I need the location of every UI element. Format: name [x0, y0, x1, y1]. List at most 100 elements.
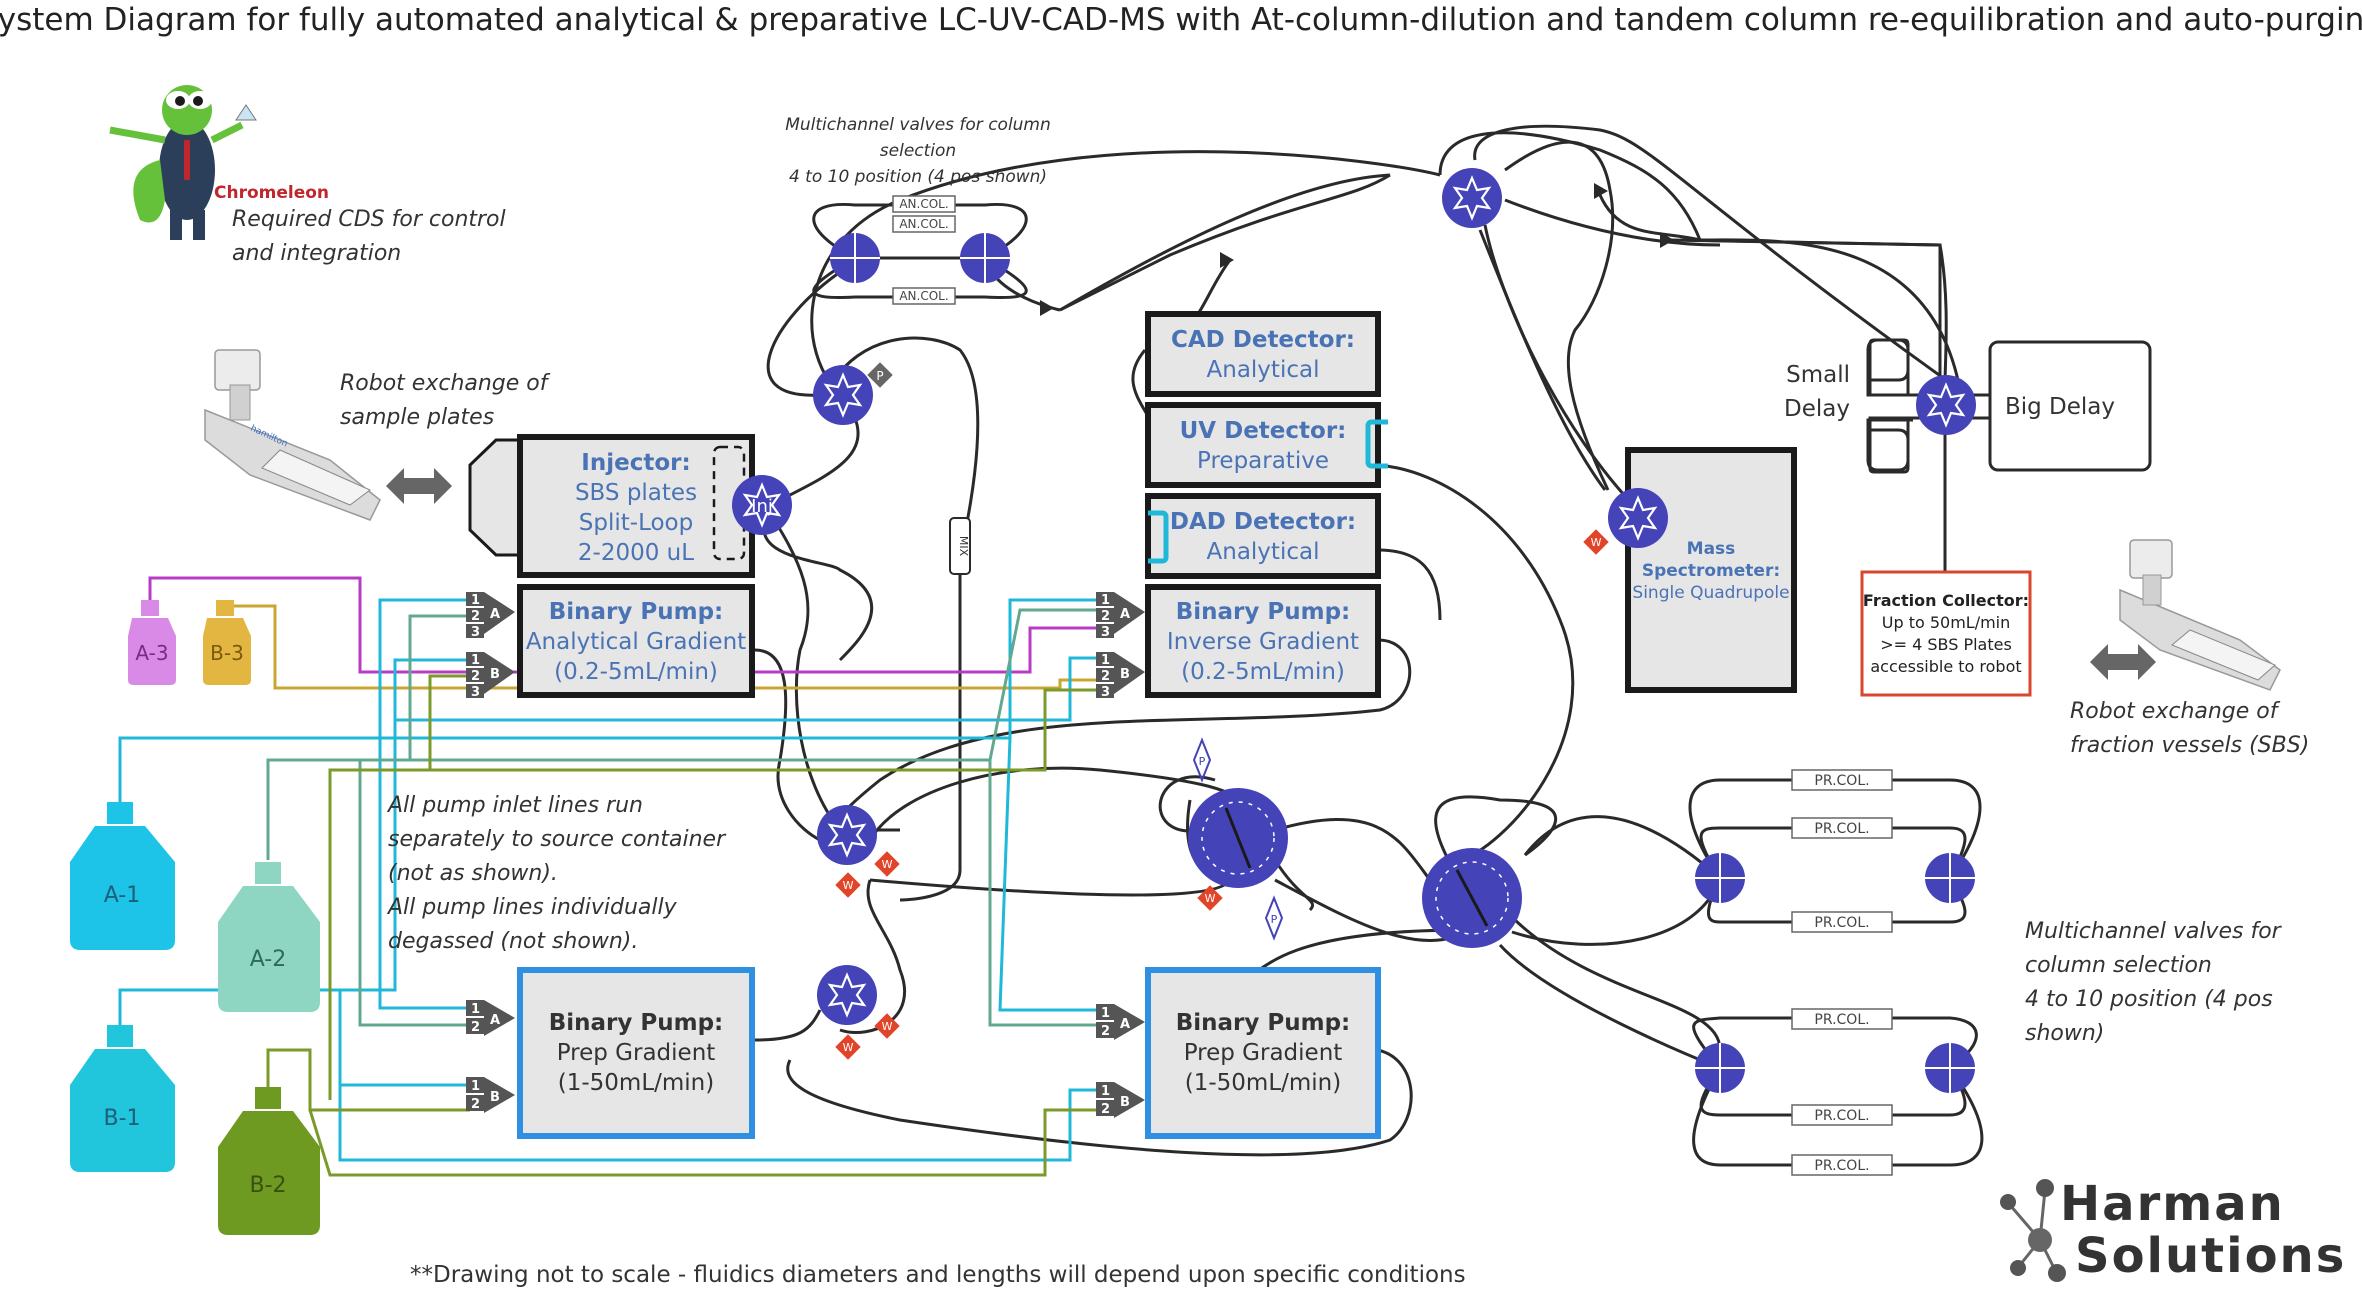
purge-port-icon: P P: [1192, 737, 1284, 941]
injector-line1: SBS plates: [575, 480, 697, 506]
svg-text:3: 3: [471, 625, 480, 640]
robot-fraction-line1: Robot exchange of: [2070, 699, 2281, 724]
delay-valve: [1914, 373, 1978, 437]
pr-col-valve-1: [1694, 852, 1746, 904]
svg-text:1: 1: [1101, 593, 1110, 608]
fraction-collector-box: [1860, 570, 2032, 697]
svg-text:3: 3: [1101, 625, 1110, 640]
svg-text:W: W: [843, 1041, 854, 1054]
bottle-b2: [218, 1087, 320, 1235]
svg-text:1: 1: [1101, 653, 1110, 668]
chromeleon-logo: [109, 85, 257, 240]
bottle-a3-label: A-3: [135, 641, 168, 665]
line-a2-mid: [358, 760, 470, 1027]
pump-analytical-box: [517, 584, 755, 698]
injector-tray: [468, 438, 522, 557]
top-right-valve: [1440, 166, 1504, 230]
bottle-b1: [70, 1025, 175, 1172]
pr-valves-note-line3: 4 to 10 position (4 pos: [2025, 987, 2273, 1012]
big-delay-loop: [1988, 340, 2152, 472]
dad-detector-box: [1145, 493, 1381, 579]
pump-prep-left-line2: (1-50mL/min): [558, 1070, 715, 1096]
cad-detector-box: [1145, 311, 1381, 397]
pump-note-line3: (not as shown).: [388, 861, 558, 886]
pr-col-valve-2: [1924, 852, 1976, 904]
svg-text:1: 1: [471, 1079, 480, 1094]
fraction-title: Fraction Collector:: [1863, 591, 2029, 610]
line-b2-top-right: [430, 688, 1100, 772]
svg-text:A: A: [490, 607, 500, 622]
purge-valve-top: [811, 363, 875, 427]
line-b2: [266, 1048, 470, 1112]
svg-text:2: 2: [471, 609, 480, 624]
svg-text:A: A: [490, 1013, 500, 1028]
fraction-robot-image: [2119, 539, 2281, 691]
pr-valves-note-line4: shown): [2025, 1021, 2104, 1046]
dad-flow-cell: [1148, 510, 1169, 564]
svg-text:PR.COL.: PR.COL.: [1814, 1108, 1869, 1124]
mid-left-valve: [815, 803, 879, 867]
bottle-a1-label: A-1: [104, 883, 141, 908]
svg-text:W: W: [1591, 536, 1602, 549]
cad-title: CAD Detector:: [1171, 327, 1355, 353]
pr-col-valve-3: [1694, 1042, 1746, 1094]
chromeleon-note-line2: and integration: [232, 241, 401, 266]
pr-valves-note-line1: Multichannel valves for: [2025, 919, 2283, 944]
small-delay-loop: [1866, 338, 1913, 472]
big-delay-label: Big Delay: [2005, 394, 2115, 420]
pump-inverse-title: Binary Pump:: [1176, 599, 1351, 625]
svg-text:B: B: [490, 1090, 500, 1105]
line-a2-right2: [988, 608, 1100, 761]
line-a1-prep-right: [998, 737, 1100, 1012]
inlet-lines: [118, 576, 1100, 1177]
uv-title: UV Detector:: [1180, 418, 1347, 444]
footnote: **Drawing not to scale - fluidics diamet…: [410, 1262, 1466, 1288]
fraction-line3: accessible to robot: [1870, 657, 2021, 676]
bottle-b3: [203, 600, 251, 685]
injector-title: Injector:: [581, 450, 690, 476]
bottle-a3: [128, 600, 176, 685]
uv-flow-cell: [1365, 419, 1388, 469]
svg-text:PR.COL.: PR.COL.: [1814, 773, 1869, 789]
dad-line1: Analytical: [1207, 539, 1320, 565]
svg-text:P: P: [1199, 755, 1206, 768]
pr-valves-note-line2: column selection: [2025, 953, 2212, 978]
svg-text:W: W: [882, 1020, 893, 1033]
line-b2-mid: [308, 1108, 1100, 1177]
inj-valve-label: Inj: [751, 496, 773, 517]
ms-line3: Single Quadrupole: [1632, 583, 1789, 603]
svg-text:B: B: [490, 667, 500, 682]
line-a2-right: [410, 758, 1100, 1027]
pump-prep-left-title: Binary Pump:: [549, 1010, 724, 1036]
svg-text:1: 1: [471, 653, 480, 668]
pump-inlet-ports: 123 A 123 B 123 A 123 B 12 A 12 B 12 A 1…: [466, 592, 1145, 1118]
line-a1-pump: [378, 598, 470, 738]
ms-line2: Spectrometer:: [1642, 561, 1780, 581]
pump-analytical-title: Binary Pump:: [549, 599, 724, 625]
dad-title: DAD Detector:: [1170, 509, 1356, 535]
svg-text:W: W: [843, 879, 854, 892]
pump-inverse-line2: (0.2-5mL/min): [1181, 659, 1345, 685]
low-left-valve: [815, 963, 879, 1027]
svg-text:2: 2: [1101, 609, 1110, 624]
ms-line1: Mass: [1687, 539, 1736, 559]
bottle-b3-label: B-3: [210, 641, 244, 665]
company-line1: Harman: [2060, 1176, 2285, 1232]
an-column-labels: AN.COL. AN.COL. AN.COL.: [892, 195, 956, 305]
svg-text:AN.COL.: AN.COL.: [899, 197, 948, 211]
svg-text:2: 2: [1101, 669, 1110, 684]
pump-inverse-box: [1145, 584, 1381, 698]
harman-solutions-logo: [2000, 1179, 2066, 1282]
svg-text:A: A: [1120, 1017, 1130, 1032]
svg-text:PR.COL.: PR.COL.: [1814, 821, 1869, 837]
svg-text:A: A: [1120, 607, 1130, 622]
robot-sample-line2: sample plates: [340, 405, 494, 430]
small-delay-outline: [1868, 338, 1912, 474]
ms-box: [1625, 447, 1797, 693]
pump-prep-right-line1: Prep Gradient: [1184, 1040, 1343, 1066]
line-b1-top: [340, 658, 470, 992]
pump-prep-left-box: [517, 967, 755, 1139]
ms-valve: [1606, 486, 1670, 550]
svg-text:1: 1: [471, 1002, 480, 1017]
